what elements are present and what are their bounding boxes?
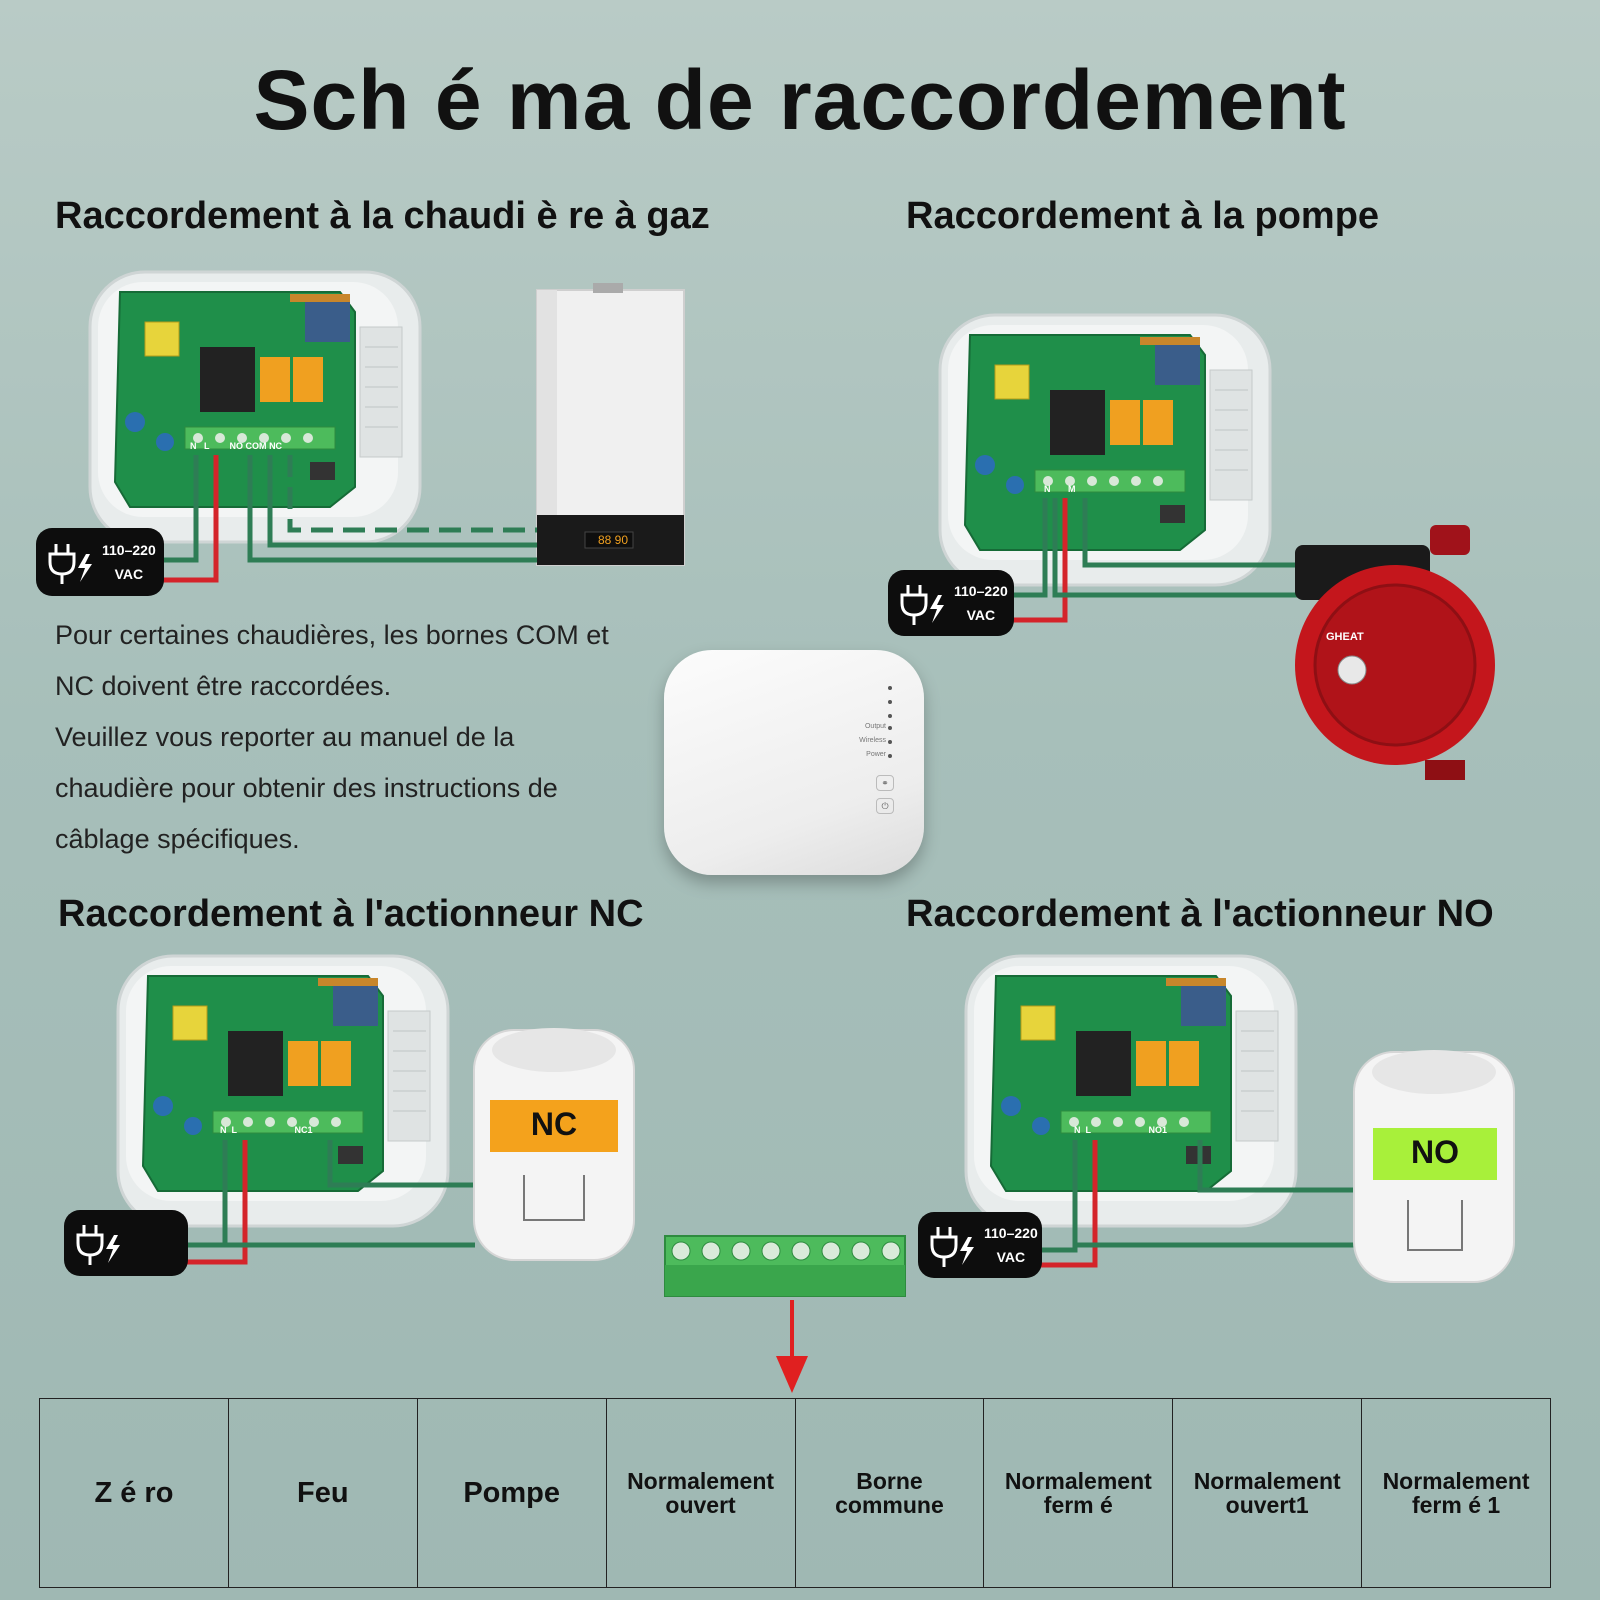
section-title-pump: Raccordement à la pompe [906,195,1380,237]
terminal-block [664,1235,906,1297]
hub-label-output: Output [864,723,886,730]
power-plug-icon [930,1225,976,1269]
power-plug-icon [48,542,94,586]
boiler-display: 88 90 [598,533,628,547]
pump-brand: GHEAT [1326,631,1364,643]
note-line: Veuillez vous reporter au manuel de la [55,722,515,752]
arrow-down-icon [776,1300,808,1393]
note-line: câblage spécifiques. [55,824,300,854]
circulation-pump [1295,525,1495,780]
terminal-labels-nc: N L NC1 [220,1125,313,1135]
wires-no [1030,1140,1355,1268]
thermostat-receiver-no [964,954,1298,1228]
wiring-diagram: 88 90 GHEAT [45,270,1515,1393]
gateway-hub: Output Wireless Power ⚭ ⏻ [664,650,924,875]
legend-cell-zero: Z é ro [39,1398,229,1588]
wires-pump [1000,498,1320,623]
legend-cell-live: Feu [227,1398,418,1588]
wiring-note: Pour certaines chaudières, les bornes CO… [55,610,655,865]
gas-boiler [536,283,685,566]
section-title-gas: Raccordement à la chaudi è re à gaz [55,195,710,237]
power-plug-icon [76,1223,122,1267]
note-line: NC doivent être raccordées. [55,671,392,701]
no-actuator-label: NO [1411,1134,1459,1170]
nc-actuator [473,1028,635,1261]
link-icon: ⚭ [876,775,894,791]
note-line: chaudière pour obtenir des instructions … [55,773,558,803]
terminal-labels-gas: N L NO COM NC [190,441,283,451]
page-title: Sch é ma de raccordement [253,53,1347,147]
legend-cell-pump: Pompe [416,1398,607,1588]
no-actuator [1353,1050,1515,1283]
section-title-nc: Raccordement à l'actionneur NC [58,893,644,935]
thermostat-receiver-pump [938,313,1272,587]
power-plug-icon [900,583,946,627]
section-title-no: Raccordement à l'actionneur NO [906,893,1494,935]
power-icon: ⏻ [876,798,894,814]
nc-actuator-label: NC [530,1106,578,1142]
wires-gas [45,455,537,583]
terminal-labels-no: N L NO1 [1074,1125,1168,1135]
hub-label-power: Power [866,751,886,758]
power-badge-nc [64,1210,188,1276]
terminal-labels-pump: N M [1044,484,1076,494]
hub-label-wireless: Wireless [859,737,886,744]
thermostat-receiver-gas [88,270,422,544]
note-line: Pour certaines chaudières, les bornes CO… [55,620,609,650]
